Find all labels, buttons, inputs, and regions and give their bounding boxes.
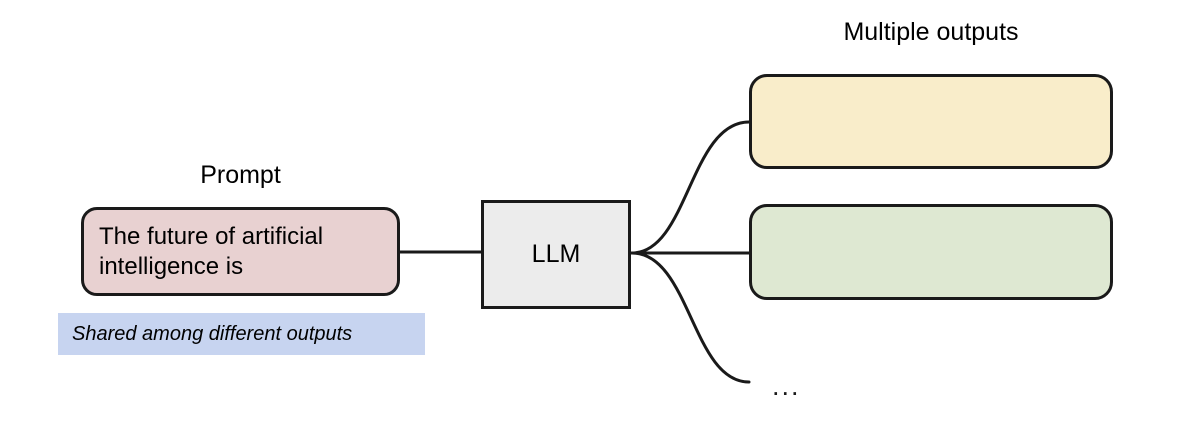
prompt-node[interactable]: The future of artificial intelligence is xyxy=(81,207,400,296)
edge-llm-to-ellipsis xyxy=(630,251,751,384)
llm-node-text: LLM xyxy=(531,240,581,269)
prompt-node-text: The future of artificial intelligence is xyxy=(99,223,324,280)
shared-note-text: Shared among different outputs xyxy=(72,322,353,345)
edge-llm-to-output-1 xyxy=(630,120,751,255)
ellipsis-label: ... xyxy=(772,371,801,401)
llm-node[interactable]: LLM xyxy=(481,200,631,309)
prompt-label: Prompt xyxy=(200,161,281,189)
output-node-1[interactable] xyxy=(749,74,1113,169)
output-node-2[interactable] xyxy=(749,204,1113,300)
multiple-outputs-label: Multiple outputs xyxy=(843,18,1019,46)
shared-note-band: Shared among different outputs xyxy=(58,313,425,355)
